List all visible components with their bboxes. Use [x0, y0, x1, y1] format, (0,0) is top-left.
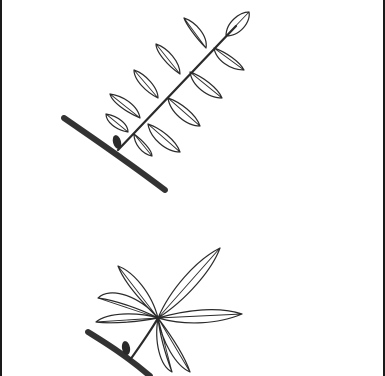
palmate-compound-leaf: [88, 248, 242, 376]
leaflet-base-left: [106, 114, 128, 132]
leaflet-right-3: [168, 98, 200, 126]
pinnate-compound-leaf: [64, 12, 249, 190]
palmate-leaflet-right: [158, 310, 242, 323]
pinnate-rachis: [118, 26, 236, 150]
leaflet-left-4: [110, 94, 140, 118]
palmate-petiole: [130, 318, 158, 360]
palmate-leaflet-lower-left: [96, 314, 158, 323]
palmate-leaflet-up: [158, 248, 220, 318]
leaflet-base-right: [134, 134, 152, 156]
leaflet-right-1: [214, 48, 244, 70]
leaflet-left-1: [184, 18, 206, 48]
palmate-leaflet-upper-left: [118, 266, 158, 318]
leaflet-right-4: [148, 124, 180, 152]
leaflet-right-2: [190, 72, 222, 98]
leaflet-left-3: [134, 70, 158, 98]
palmate-branch: [88, 332, 150, 376]
leaflet-left-2: [156, 44, 180, 74]
terminal-leaflet: [226, 12, 249, 36]
